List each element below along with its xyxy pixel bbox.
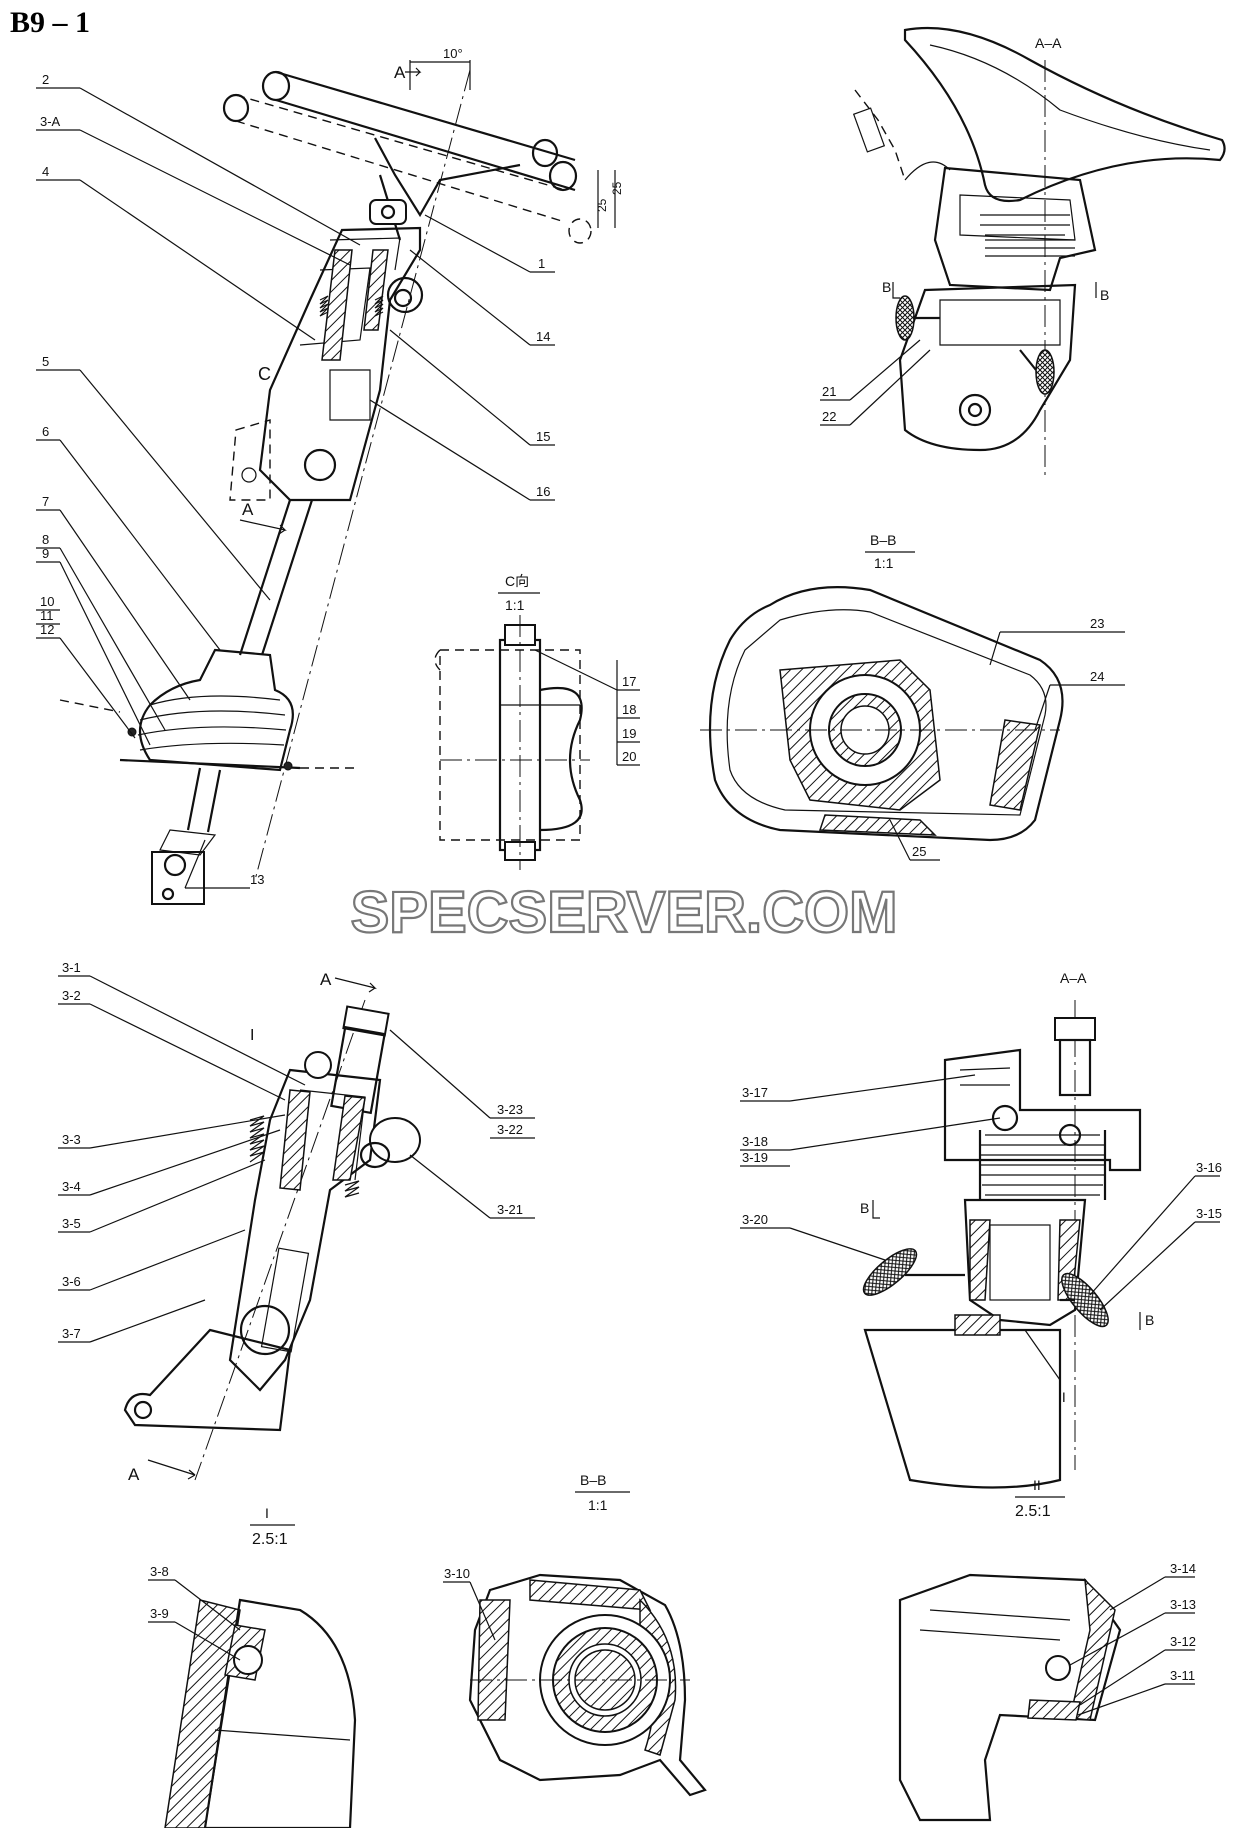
callout-13: 13 [250, 872, 264, 887]
callout-24: 24 [1090, 669, 1104, 684]
c-detail-scale: 1:1 [505, 597, 525, 613]
callout-3-14: 3-14 [1170, 1561, 1196, 1576]
callout-3-A: 3-A [40, 114, 61, 129]
callout-15: 15 [536, 429, 550, 444]
knob-left [895, 295, 915, 341]
callout-3-5: 3-5 [62, 1216, 81, 1231]
section-aa-top-view: A–A B B 21 22 [820, 26, 1226, 480]
detail-i-title: I [265, 1505, 269, 1521]
detail-i-marker: I [250, 1027, 254, 1044]
dim-25-b: 25 [610, 181, 624, 195]
detail-i-view: I 2.5:1 3-8 3-9 [148, 1505, 357, 1828]
c-detail-title: C向 [505, 573, 529, 589]
column-housing [229, 199, 424, 502]
callout-2: 2 [42, 72, 49, 87]
callout-22: 22 [822, 409, 836, 424]
callout-3-2: 3-2 [62, 988, 81, 1003]
callout-20: 20 [622, 749, 636, 764]
callout-3-17: 3-17 [742, 1085, 768, 1100]
sub-assembly-3-view: A A I 3-1 3-2 [58, 960, 535, 1484]
bb-bottom-title: B–B [580, 1472, 606, 1488]
aa-bottom-b-left: B [860, 1200, 869, 1216]
callout-3-15: 3-15 [1196, 1206, 1222, 1221]
detail-c-view: C向 1:1 17 18 19 20 [434, 573, 640, 870]
section-b-mark-left: B [882, 279, 891, 295]
detail-i-scale: 2.5:1 [252, 1531, 288, 1548]
callout-3-4: 3-4 [62, 1179, 81, 1194]
callout-14: 14 [536, 329, 550, 344]
aa-top-title: A–A [1035, 35, 1062, 51]
callout-3-13: 3-13 [1170, 1597, 1196, 1612]
dim-25-a: 25 [595, 198, 609, 212]
callout-3-10: 3-10 [444, 1566, 470, 1581]
steering-shaft [238, 499, 314, 656]
callout-5: 5 [42, 354, 49, 369]
callout-3-9: 3-9 [150, 1606, 169, 1621]
callout-3-6: 3-6 [62, 1274, 81, 1289]
callout-23: 23 [1090, 616, 1104, 631]
section-b-mark-right: B [1100, 287, 1109, 303]
bb-bottom-scale: 1:1 [588, 1497, 608, 1513]
callout-3-22: 3-22 [497, 1122, 523, 1137]
callout-7: 7 [42, 494, 49, 509]
main-right-leaders [184, 214, 555, 889]
callout-3-18: 3-18 [742, 1134, 768, 1149]
detail-ii-view: II 2.5:1 3-14 3-13 3-12 3-11 [898, 1477, 1196, 1822]
sub3-section-a-top: A [320, 970, 332, 989]
callout-12: 12 [40, 622, 54, 637]
section-bb-top-view: B–B 1:1 23 24 25 [700, 532, 1125, 861]
callout-1: 1 [538, 256, 545, 271]
section-aa-bottom-view: A–A B B II 3-1 [740, 970, 1222, 1489]
main-left-leaders [36, 87, 361, 746]
detail-ii-scale: 2.5:1 [1015, 1503, 1051, 1520]
main-assembly-view: 10° A 25 25 C A [36, 46, 624, 905]
callout-3-7: 3-7 [62, 1326, 81, 1341]
callout-10: 10 [40, 594, 54, 609]
callout-3-12: 3-12 [1170, 1634, 1196, 1649]
callout-3-16: 3-16 [1196, 1160, 1222, 1175]
callout-9: 9 [42, 546, 49, 561]
section-a-label-bottom: A [242, 500, 254, 519]
bb-top-scale: 1:1 [874, 555, 894, 571]
callout-3-19: 3-19 [742, 1150, 768, 1165]
section-a-label-top: A [394, 63, 406, 82]
detail-c-marker: C [258, 364, 271, 384]
bb-top-title: B–B [870, 532, 896, 548]
callout-3-1: 3-1 [62, 960, 81, 975]
dust-boot [59, 648, 360, 772]
callout-25: 25 [912, 844, 926, 859]
callout-3-8: 3-8 [150, 1564, 169, 1579]
callout-6: 6 [42, 424, 49, 439]
callout-16: 16 [536, 484, 550, 499]
watermark: SPECSERVER.COM [351, 880, 898, 945]
sheet-id: B9 – 1 [10, 6, 90, 39]
callout-3-3: 3-3 [62, 1132, 81, 1147]
lower-shaft-ujoint [151, 767, 222, 905]
aa-bottom-b-right: B [1145, 1312, 1154, 1328]
callout-18: 18 [622, 702, 636, 717]
callout-11: 11 [40, 608, 54, 623]
callout-17: 17 [622, 674, 636, 689]
callout-21: 21 [822, 384, 836, 399]
aa-bottom-title: A–A [1060, 970, 1087, 986]
tilt-angle-label: 10° [443, 46, 463, 61]
callout-8: 8 [42, 532, 49, 547]
callout-3-21: 3-21 [497, 1202, 523, 1217]
knob-bottom-left [862, 1248, 918, 1296]
callout-3-20: 3-20 [742, 1212, 768, 1227]
callout-4: 4 [42, 164, 49, 179]
callout-19: 19 [622, 726, 636, 741]
detail-ii-marker: II [1058, 1389, 1066, 1405]
section-bb-bottom-view: B–B 1:1 3-10 [443, 1472, 707, 1797]
detail-ii-title: II [1033, 1477, 1041, 1493]
knob-right [1035, 349, 1055, 395]
sub3-section-a-bottom: A [128, 1465, 140, 1484]
knob-bottom-right [1061, 1272, 1109, 1328]
column-centerline [254, 69, 471, 881]
callout-3-23: 3-23 [497, 1102, 523, 1117]
steering-wheel-outline [222, 70, 592, 244]
callout-3-11: 3-11 [1170, 1668, 1195, 1683]
